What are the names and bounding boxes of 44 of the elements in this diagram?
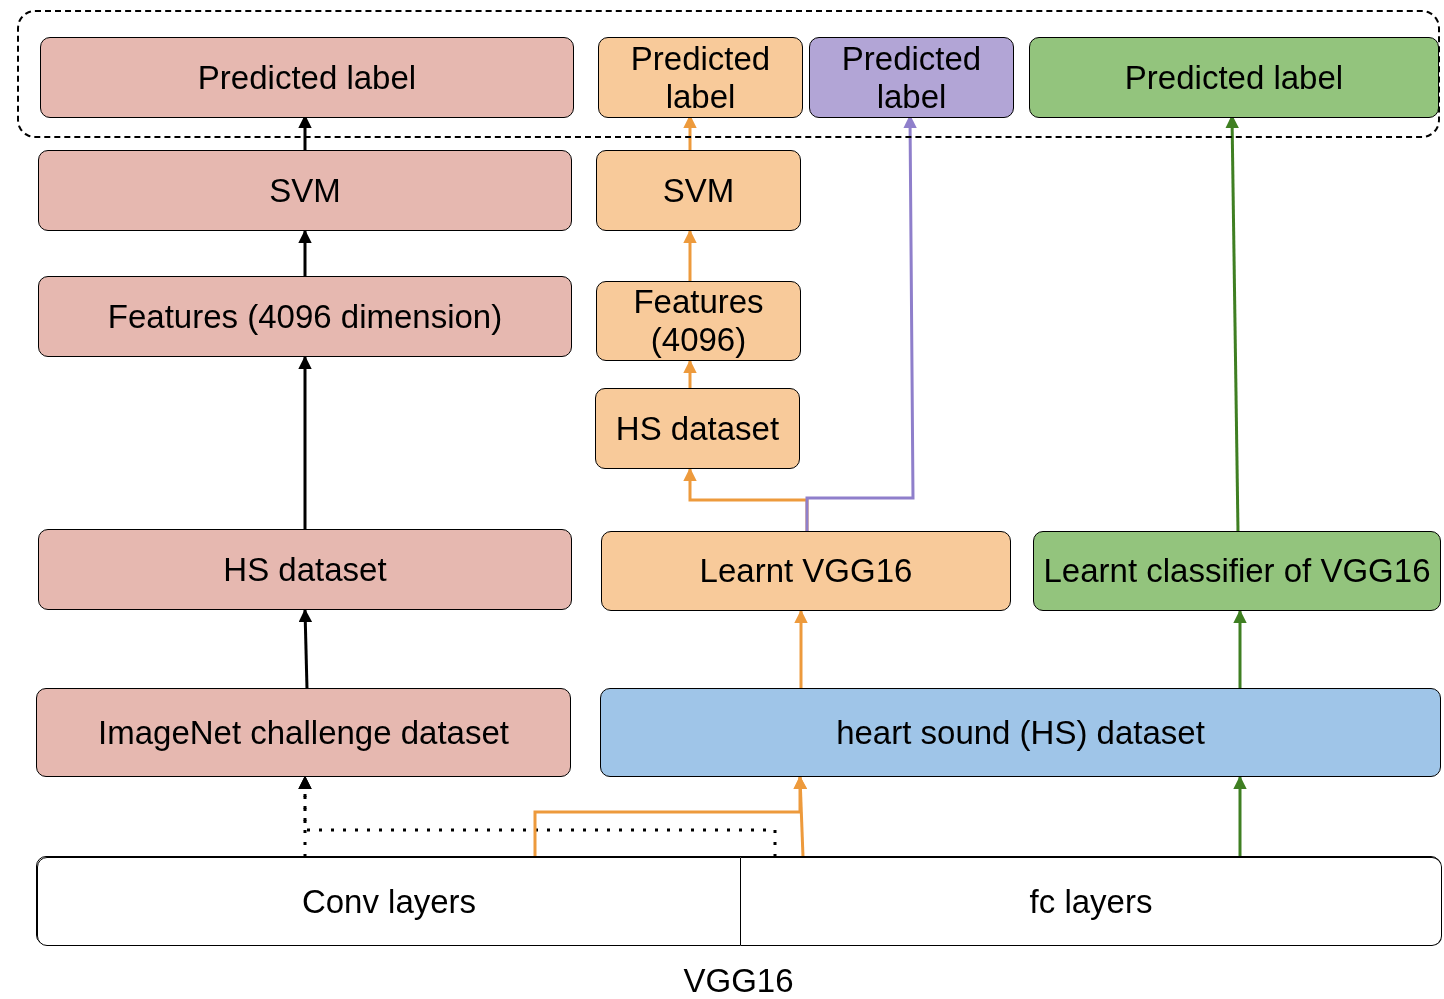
box-label: Predicted label	[629, 39, 772, 116]
group-outline	[17, 10, 1440, 138]
arrow	[794, 609, 808, 689]
arrow	[683, 229, 697, 282]
process-box	[596, 150, 801, 231]
arrow	[683, 359, 697, 389]
box-label: Conv layers	[301, 882, 477, 921]
process-box	[809, 37, 1014, 118]
process-box	[40, 37, 574, 118]
process-box	[38, 529, 572, 610]
process-box	[600, 688, 1441, 777]
layer-section	[741, 857, 1442, 946]
process-box	[595, 388, 800, 469]
diagram-caption: VGG16	[682, 962, 795, 999]
arrow	[1233, 609, 1247, 689]
box-label: heart sound (HS) dataset	[836, 713, 1205, 752]
arrow	[793, 775, 808, 858]
process-box	[1033, 531, 1441, 611]
process-box	[596, 281, 801, 361]
box-label: Learnt VGG16	[699, 552, 913, 590]
process-box	[598, 37, 803, 118]
box-label: Predicted label	[1124, 58, 1344, 97]
box-label: Learnt classifier of VGG16	[1043, 552, 1431, 590]
box-label: Predicted label	[840, 39, 983, 116]
process-box	[38, 276, 572, 357]
box-label: Features (4096)	[632, 283, 765, 359]
arrow	[298, 229, 312, 277]
box-label: SVM	[269, 171, 341, 210]
process-box	[1029, 37, 1439, 118]
box-label: Predicted label	[197, 58, 417, 97]
box-label: HS dataset	[223, 550, 387, 589]
arrow	[298, 355, 312, 530]
box-label: HS dataset	[615, 409, 780, 448]
process-box	[36, 688, 571, 777]
box-label: SVM	[662, 171, 735, 210]
process-box	[38, 150, 572, 231]
arrow	[1233, 775, 1247, 857]
arrow	[298, 608, 313, 690]
box-label: ImageNet challenge dataset	[98, 713, 509, 752]
process-box	[601, 531, 1011, 611]
box-label: fc layers	[1029, 882, 1153, 921]
box-label: Features (4096 dimension)	[107, 297, 503, 336]
layer-section	[37, 857, 741, 946]
arrow	[298, 775, 777, 857]
